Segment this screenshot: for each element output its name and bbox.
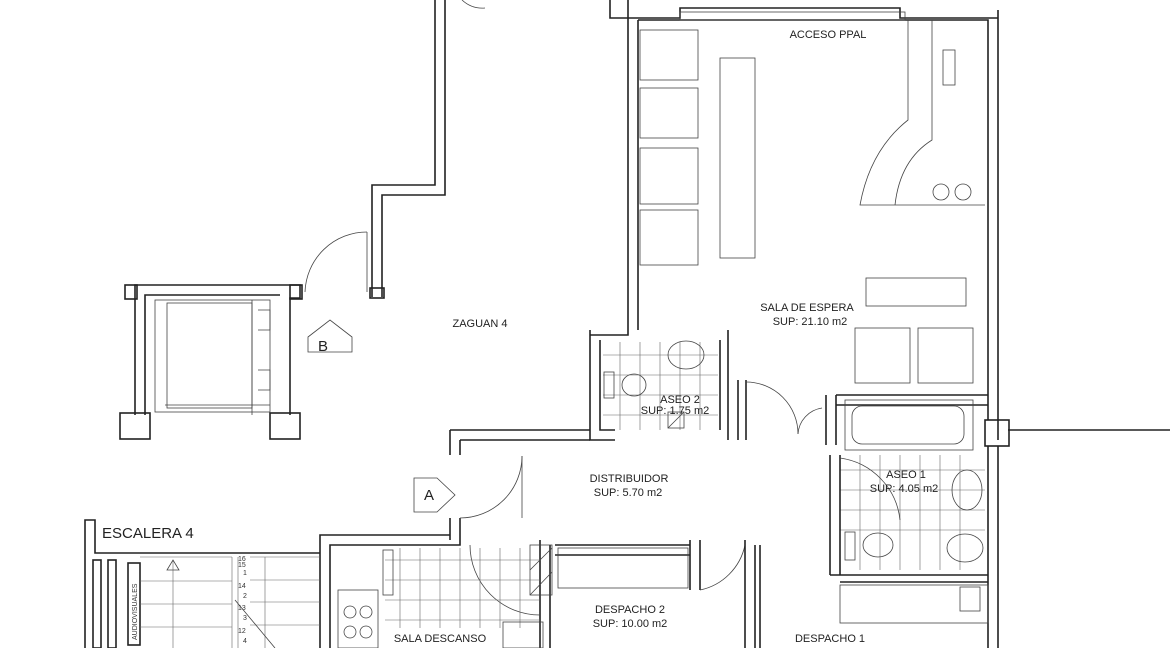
label-escalera: ESCALERA 4 (102, 525, 194, 542)
label-distribuidor: DISTRIBUIDOR (590, 473, 669, 485)
label-sala-espera: SALA DE ESPERA (760, 302, 854, 314)
step-number: 14 (238, 583, 246, 590)
label-despacho-1: DESPACHO 1 (795, 633, 865, 645)
label-aseo-1: ASEO 1 (886, 469, 926, 481)
sala-espera-walls (590, 0, 1170, 447)
aseo-2 (589, 330, 837, 445)
label-sala-descanso: SALA DESCANSO (394, 633, 487, 645)
label-aseo-2: ASEO 2 (660, 394, 700, 406)
distribuidor-walls (319, 429, 761, 648)
sala-descanso (337, 548, 544, 648)
label-audiovisuales: AUDIOVISUALES (132, 583, 139, 640)
elevator-shaft (119, 284, 303, 440)
label-acceso: ACCESO PPAL (790, 29, 867, 41)
marker-a (413, 477, 456, 513)
step-number: 13 (238, 605, 246, 612)
stairs (84, 519, 320, 648)
step-number: 1 (243, 570, 247, 577)
step-number: 16 (238, 556, 246, 563)
area-sala-espera: SUP: 21.10 m2 (773, 316, 848, 328)
step-number: 3 (243, 615, 247, 622)
aseo-1 (829, 394, 999, 648)
marker-b-label: B (318, 338, 328, 355)
marker-b (307, 319, 353, 353)
area-despacho-2: SUP: 10.00 m2 (593, 618, 668, 630)
marker-a-label: A (424, 487, 434, 504)
label-despacho-2: DESPACHO 2 (595, 604, 665, 616)
label-zaguan: ZAGUAN 4 (452, 318, 507, 330)
step-number: 15 (238, 562, 246, 569)
zaguan-walls (304, 0, 486, 299)
step-number: 2 (243, 593, 247, 600)
area-distribuidor: SUP: 5.70 m2 (594, 487, 662, 499)
area-aseo-2: SUP: 1.75 m2 (641, 405, 709, 417)
area-aseo-1: SUP: 4.05 m2 (870, 483, 938, 495)
step-number: 4 (243, 638, 247, 645)
step-number: 12 (238, 628, 246, 635)
